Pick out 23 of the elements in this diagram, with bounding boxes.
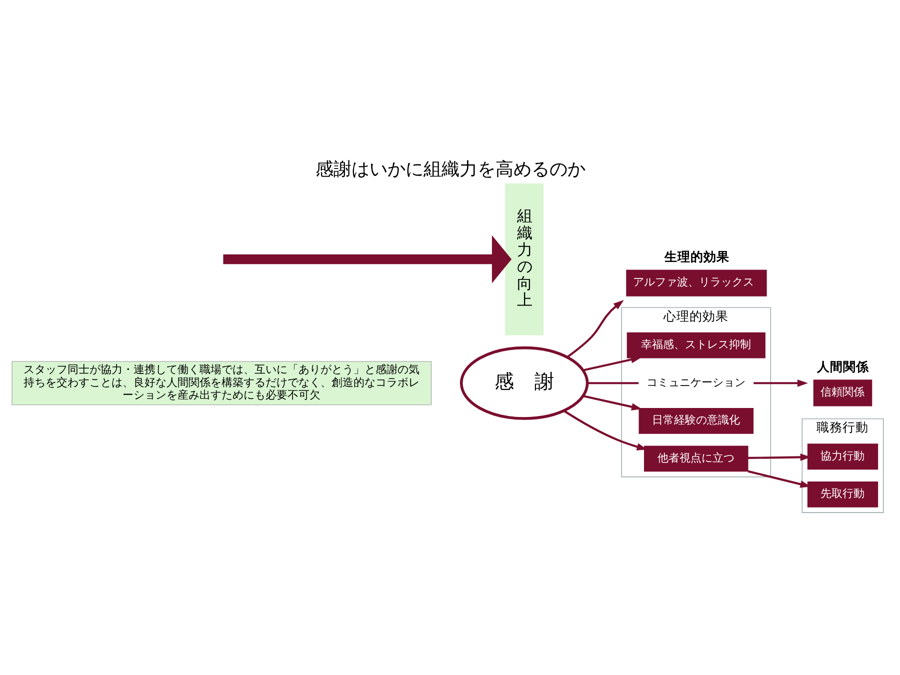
arrow xyxy=(747,470,810,488)
arrow xyxy=(562,409,647,450)
node-box: 協力行動 xyxy=(806,443,878,470)
node-box: 他者視点に立つ xyxy=(644,445,748,472)
arrow xyxy=(582,394,642,410)
node-box: 組織力の向上 xyxy=(504,182,544,335)
arrow xyxy=(748,453,810,460)
arrow xyxy=(566,300,624,358)
arrow xyxy=(222,234,512,283)
node-label: 人間関係 xyxy=(816,358,869,374)
node-text: コミュニケーション xyxy=(646,375,746,388)
connector xyxy=(587,382,638,384)
node-box: スタッフ同士が協力・連携して働く職場では、互いに「ありがとう」と感謝の気持ちを交わすことは、良好な人間関係を構築するだけでなく、創造的なコラボレーションを産み出すためにも必要不可欠 xyxy=(11,360,432,405)
node-box: 先取行動 xyxy=(806,480,878,507)
node-box: 幸福感、ストレス抑制 xyxy=(626,332,765,358)
node-box: 日常経験の意識化 xyxy=(638,407,754,434)
diagram-title: 感謝はいかに組織力を高めるのか xyxy=(315,158,585,180)
node-box: 信頼関係 xyxy=(812,379,872,406)
node-box: アルファ波、リラックス xyxy=(626,269,766,296)
arrow xyxy=(582,356,641,371)
node-ellipse: 感 謝 xyxy=(459,346,588,420)
node-label: 生理的効果 xyxy=(664,248,730,264)
arrow xyxy=(753,378,808,386)
